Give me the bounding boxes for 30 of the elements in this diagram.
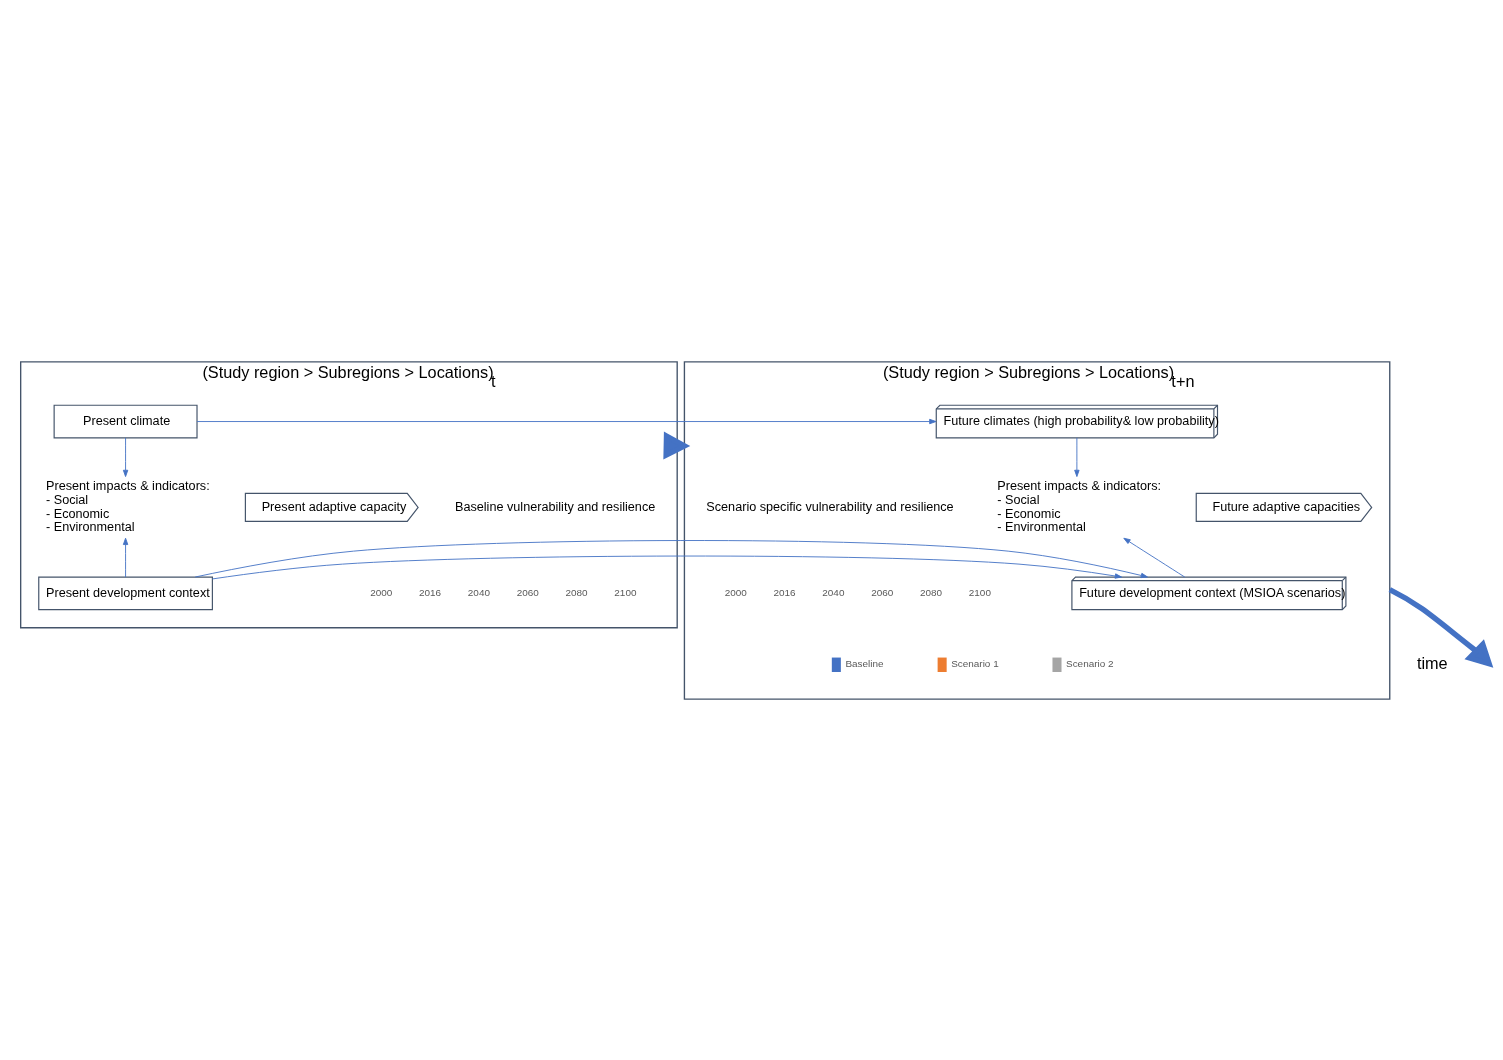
legend-label: Baseline bbox=[845, 657, 884, 669]
arrow bbox=[1388, 586, 1494, 668]
label: 2100 bbox=[614, 586, 637, 598]
label: 2000 bbox=[370, 586, 393, 598]
arrow bbox=[196, 418, 937, 424]
label: 2016 bbox=[773, 586, 796, 598]
label: Scenario specific vulnerability and resilience bbox=[706, 499, 954, 514]
node-box: Present climate bbox=[53, 404, 198, 438]
label: 2060 bbox=[516, 586, 539, 598]
arrow bbox=[122, 537, 129, 577]
label: Baseline vulnerability and resilience bbox=[454, 499, 656, 514]
arrow bbox=[194, 539, 1148, 579]
legend-label: Scenario 1 bbox=[951, 657, 999, 669]
label: 2040 bbox=[467, 586, 490, 598]
label: 2080 bbox=[565, 586, 588, 598]
label: 2000 bbox=[724, 586, 747, 598]
arrow bbox=[663, 431, 691, 459]
node-box: Present development context bbox=[38, 576, 213, 610]
node-text: Present impacts & indicators: - Social - Economic - Environmental bbox=[46, 478, 210, 534]
label: 2100 bbox=[968, 586, 991, 598]
arrow bbox=[122, 436, 129, 477]
arrow bbox=[1074, 436, 1080, 477]
label: 2016 bbox=[419, 586, 442, 598]
legend-label: Scenario 2 bbox=[1066, 657, 1114, 669]
label: time bbox=[1416, 653, 1448, 672]
node-text: Present impacts & indicators: - Social - Economic - Environmental bbox=[997, 478, 1162, 534]
label: 2080 bbox=[919, 586, 943, 598]
arrow bbox=[1123, 537, 1186, 577]
label: 2040 bbox=[822, 586, 845, 598]
label: 2060 bbox=[871, 586, 894, 598]
